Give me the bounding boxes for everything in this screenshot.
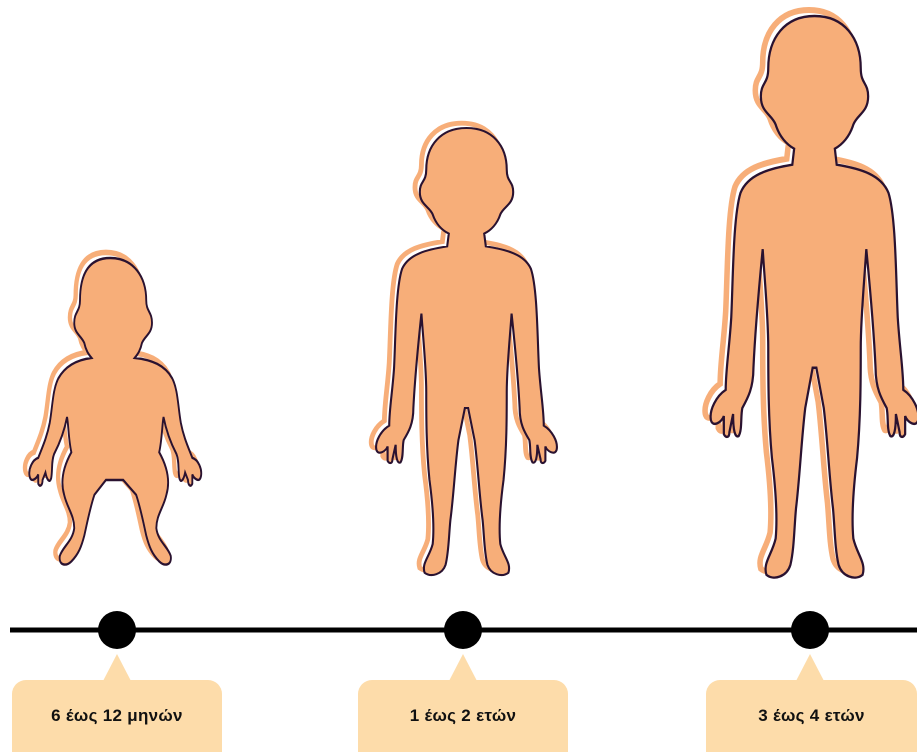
- stage-label-text: 6 έως 12 μηνών: [51, 706, 183, 726]
- timeline-dot-3: [791, 611, 829, 649]
- label-pointer-3: [796, 654, 824, 681]
- stage-label-2: 1 έως 2 ετών: [358, 680, 568, 752]
- stage-label-3: 3 έως 4 ετών: [706, 680, 917, 752]
- timeline-dot-2: [444, 611, 482, 649]
- label-pointer-2: [449, 654, 477, 681]
- timeline-dot-1: [98, 611, 136, 649]
- stage-label-text: 1 έως 2 ετών: [410, 706, 517, 726]
- baby-figure: [25, 252, 201, 564]
- stage-label-1: 6 έως 12 μηνών: [12, 680, 222, 752]
- label-pointer-1: [103, 654, 131, 681]
- stage-label-text: 3 έως 4 ετών: [758, 706, 865, 726]
- toddler-figure: [371, 123, 557, 575]
- child-figure: [705, 10, 917, 578]
